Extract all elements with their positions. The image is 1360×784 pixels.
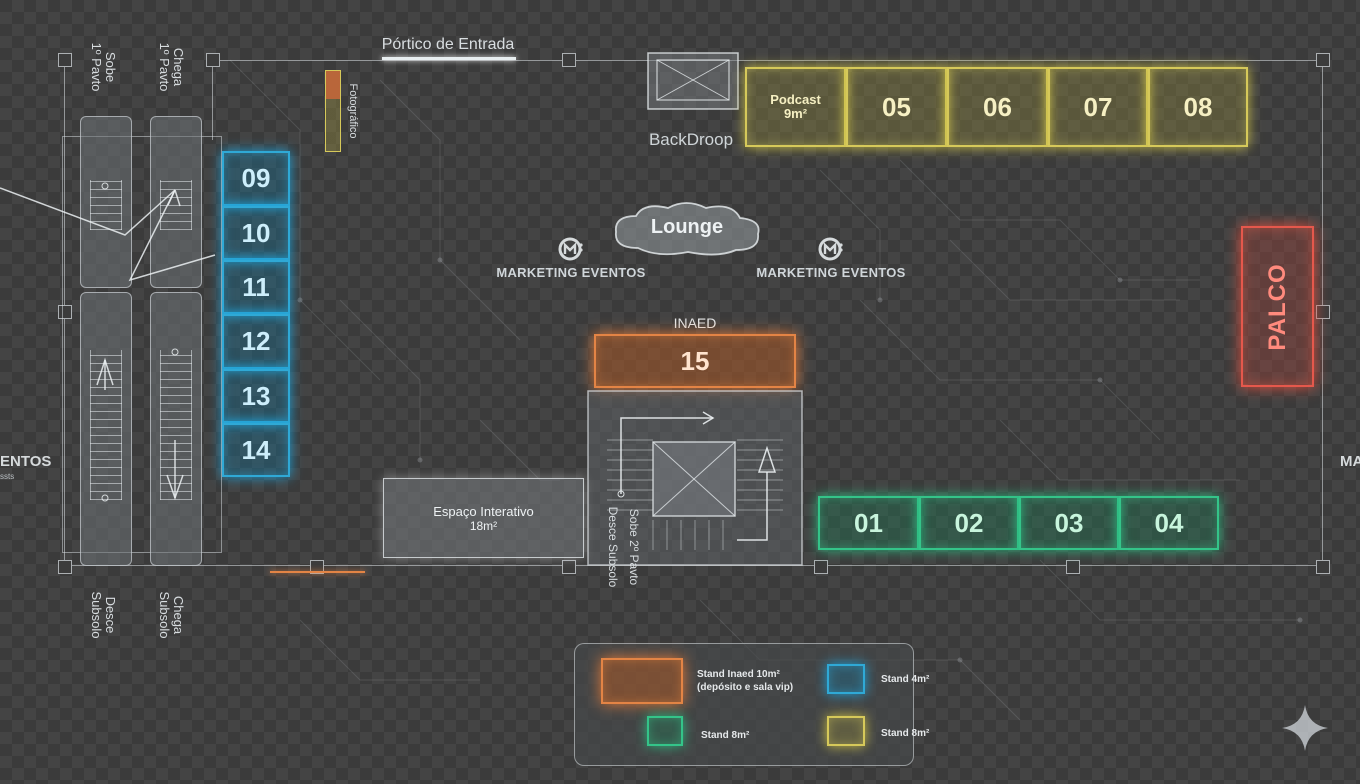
lounge-label: Lounge [650, 216, 724, 238]
logo-marketing-eventos-right: MARKETING EVENTOS [748, 236, 914, 280]
stand-11[interactable]: 11 [222, 260, 290, 314]
podcast-label: Podcast [770, 92, 821, 107]
escalator-arrows [0, 182, 216, 502]
sparkle-icon [1282, 705, 1328, 751]
escalator-steps [90, 350, 122, 500]
center-stair-sobe: Sobe 2º Pavto [627, 508, 641, 586]
palco-stage[interactable] [1241, 226, 1314, 387]
stand-10[interactable]: 10 [222, 206, 290, 260]
corner-marker [310, 560, 324, 574]
entrance-bar [382, 57, 516, 60]
corner-marker [58, 305, 72, 319]
podcast-stand[interactable]: Podcast 9m² [745, 67, 846, 147]
lounge-cloud [614, 202, 760, 256]
logo-text: MARKETING EVENTOS [756, 265, 906, 280]
podcast-area: 9m² [783, 106, 808, 121]
wall-top [212, 60, 1322, 61]
stand-03[interactable]: 03 [1019, 496, 1119, 550]
corner-marker [562, 560, 576, 574]
legend-text-inaed: Stand Inaed 10m² (depósito e sala vip) [697, 669, 794, 693]
legend-text-green: Stand 8m² [701, 730, 750, 741]
stand-08[interactable]: 08 [1148, 67, 1248, 147]
left-edge-text: ENTOS [0, 453, 52, 470]
corner-marker [1316, 53, 1330, 67]
corner-marker [814, 560, 828, 574]
escalator-steps [160, 350, 192, 500]
escalator-label-chega-sub: Chega Subsolo [157, 591, 186, 639]
backdrop-box [647, 52, 739, 110]
logo-text: MARKETING EVENTOS [496, 265, 646, 280]
stand-15[interactable]: 15 [594, 334, 796, 388]
escalator-label-desce: Desce Subsolo [89, 591, 118, 639]
legend-swatch-blue [827, 664, 865, 694]
escalator-steps [90, 180, 122, 230]
corner-marker [206, 53, 220, 67]
stand-07[interactable]: 07 [1048, 67, 1148, 147]
inaed-label: INAED [673, 315, 717, 331]
stand-01[interactable]: 01 [818, 496, 919, 550]
palco-label: PALCO [1264, 263, 1291, 351]
escalator-label-chega: Chega 1º Pavto [157, 42, 186, 92]
entrance-glow-bottom [270, 571, 365, 573]
backdrop-label: BackDroop [648, 130, 734, 149]
left-edge-subtext: ssts [0, 472, 15, 481]
escalator-frame [62, 136, 222, 553]
logo-marketing-eventos-left: MARKETING EVENTOS [488, 236, 654, 280]
legend-swatch-yellow [827, 716, 865, 746]
photo-spot-label: Fotográfico [347, 83, 359, 139]
page-title: Pórtico de Entrada [381, 36, 515, 53]
espaco-interativo[interactable]: Espaço Interativo 18m² [383, 478, 584, 558]
legend-swatch-inaed [601, 658, 683, 704]
escalator-sobe-1 [80, 116, 132, 288]
corner-marker [58, 560, 72, 574]
stand-13[interactable]: 13 [222, 369, 290, 423]
legend-text-blue: Stand 4m² [881, 674, 930, 685]
escalator-label-sobe: Sobe 1º Pavto [89, 42, 118, 92]
photo-spot-marker [325, 70, 341, 152]
right-edge-text: MA [1340, 453, 1360, 470]
marketing-eventos-icon [818, 237, 843, 261]
stand-14[interactable]: 14 [222, 423, 290, 477]
legend-swatch-green [647, 716, 683, 746]
escalator-chega-sub [150, 292, 202, 566]
marketing-eventos-icon [558, 237, 583, 261]
corner-marker [1316, 560, 1330, 574]
stand-02[interactable]: 02 [919, 496, 1019, 550]
escalator-steps [160, 180, 192, 230]
stand-12[interactable]: 12 [222, 314, 290, 369]
legend-text-yellow: Stand 8m² [881, 728, 930, 739]
stand-06[interactable]: 06 [947, 67, 1048, 147]
stand-09[interactable]: 09 [222, 151, 290, 206]
stand-04[interactable]: 04 [1119, 496, 1219, 550]
corner-marker [1316, 305, 1330, 319]
stand-05[interactable]: 05 [846, 67, 947, 147]
espaco-name: Espaço Interativo [433, 503, 534, 519]
center-stair [587, 390, 803, 566]
espaco-area: 18m² [469, 518, 498, 533]
corner-marker [1066, 560, 1080, 574]
corner-marker [562, 53, 576, 67]
wall-inner-left [212, 60, 213, 140]
center-stair-desce: Desce Subsolo [606, 506, 620, 588]
legend-panel: Stand Inaed 10m² (depósito e sala vip) S… [574, 643, 929, 766]
corner-marker [58, 53, 72, 67]
